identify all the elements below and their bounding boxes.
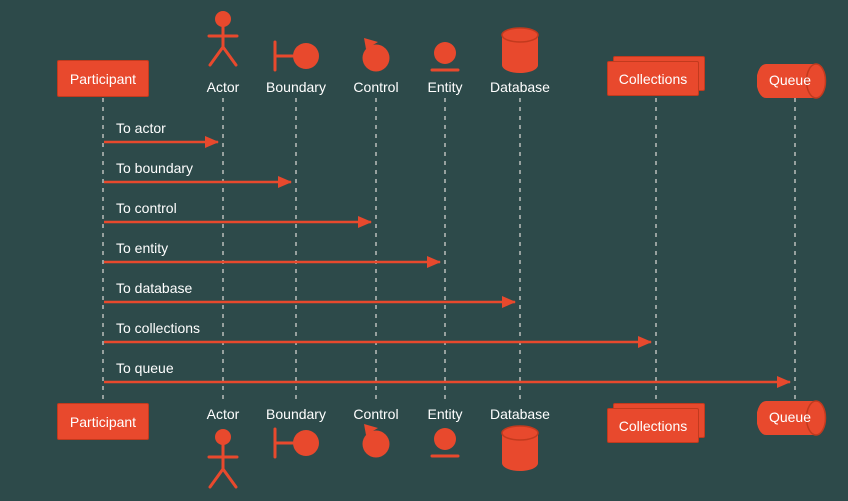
boundary-label-top: Boundary bbox=[266, 79, 326, 95]
collections-box-top: Collections bbox=[607, 61, 699, 96]
entity-label-top: Entity bbox=[427, 79, 463, 95]
queue-label-bottom: Queue bbox=[768, 409, 812, 425]
queue-shape-top bbox=[757, 63, 827, 99]
message-label: To control bbox=[116, 200, 177, 216]
boundary-icon-top bbox=[273, 40, 319, 72]
boundary-icon-bottom bbox=[273, 427, 319, 459]
control-label-top: Control bbox=[353, 79, 399, 95]
message-label: To actor bbox=[116, 120, 166, 136]
actor-icon-top bbox=[207, 11, 239, 67]
control-label-bottom: Control bbox=[353, 406, 399, 422]
queue-shape-bottom bbox=[757, 400, 827, 436]
participant-label-bottom: Participant bbox=[69, 413, 137, 430]
database-label-bottom: Database bbox=[490, 406, 550, 422]
message-label: To queue bbox=[116, 360, 174, 376]
collections-label-top: Collections bbox=[618, 70, 688, 87]
entity-icon-bottom bbox=[430, 428, 460, 458]
participant-box-bottom: Participant bbox=[57, 403, 149, 440]
control-icon-bottom bbox=[362, 424, 390, 458]
participant-box-top: Participant bbox=[57, 60, 149, 97]
actor-label-bottom: Actor bbox=[206, 406, 240, 422]
message-label: To boundary bbox=[116, 160, 194, 176]
control-icon-top bbox=[362, 38, 390, 72]
database-label-top: Database bbox=[490, 79, 550, 95]
actor-icon-bottom bbox=[207, 429, 239, 489]
message-label: To database bbox=[116, 280, 193, 296]
message-label: To collections bbox=[116, 320, 201, 336]
message-label: To entity bbox=[116, 240, 169, 256]
collections-box-bottom: Collections bbox=[607, 408, 699, 443]
database-icon-bottom bbox=[501, 425, 539, 471]
entity-icon-top bbox=[430, 42, 460, 72]
queue-label-top: Queue bbox=[768, 72, 812, 88]
actor-label-top: Actor bbox=[206, 79, 240, 95]
boundary-label-bottom: Boundary bbox=[266, 406, 326, 422]
participant-label-top: Participant bbox=[69, 70, 137, 87]
entity-label-bottom: Entity bbox=[427, 406, 463, 422]
database-icon-top bbox=[501, 27, 539, 73]
collections-label-bottom: Collections bbox=[618, 417, 688, 434]
